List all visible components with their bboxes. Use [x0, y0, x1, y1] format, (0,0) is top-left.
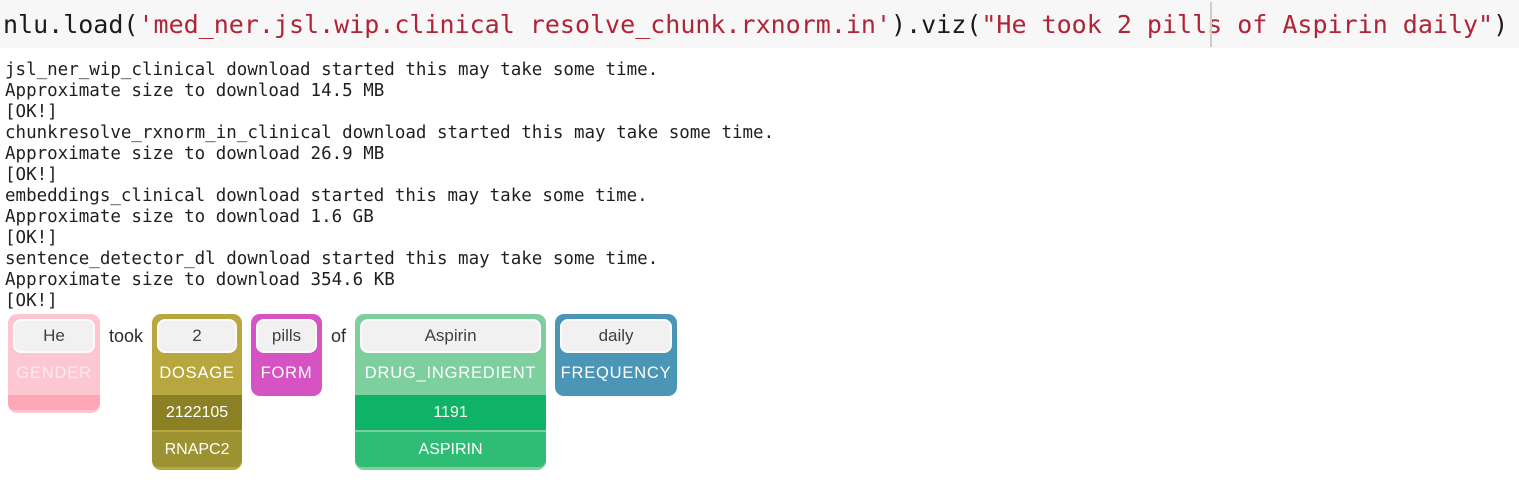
code-close-paren: ) — [1493, 9, 1509, 39]
code-viz-call: ).viz( — [891, 9, 982, 39]
viz-word: took — [109, 326, 144, 346]
entity-token-chip: He — [13, 319, 95, 353]
console-output: jsl_ner_wip_clinical download started th… — [5, 60, 775, 311]
code-text-string: "He took 2 pills of Aspirin daily" — [981, 9, 1494, 39]
entity-label: GENDER — [16, 363, 92, 382]
entity-label: DOSAGE — [159, 363, 235, 382]
entity-token-chip: Aspirin — [360, 319, 542, 353]
entity-token-chip: 2 — [157, 319, 238, 353]
entity-resolution-code: 1191 — [355, 395, 547, 430]
viz-word: of — [331, 326, 347, 346]
entity-empty-row — [8, 395, 100, 410]
entity-resolution-name: ASPIRIN — [355, 432, 547, 467]
entity-resolution-code: 2122105 — [152, 395, 243, 430]
entity-token-chip: daily — [560, 319, 673, 353]
entity-label: DRUG_INGREDIENT — [364, 363, 537, 382]
entity-resolution-name: RNAPC2 — [152, 432, 243, 467]
code-line[interactable]: nlu.load('med_ner.jsl.wip.clinical resol… — [0, 10, 1508, 39]
code-model-string: 'med_ner.jsl.wip.clinical resolve_chunk.… — [138, 9, 892, 39]
entity-token-chip: pills — [256, 319, 318, 353]
code-cell[interactable]: nlu.load('med_ner.jsl.wip.clinical resol… — [0, 0, 1519, 48]
code-func-open: nlu.load( — [3, 9, 139, 39]
entity-label: FORM — [260, 363, 313, 382]
entity-label: FREQUENCY — [560, 363, 672, 382]
text-cursor — [1210, 2, 1212, 47]
